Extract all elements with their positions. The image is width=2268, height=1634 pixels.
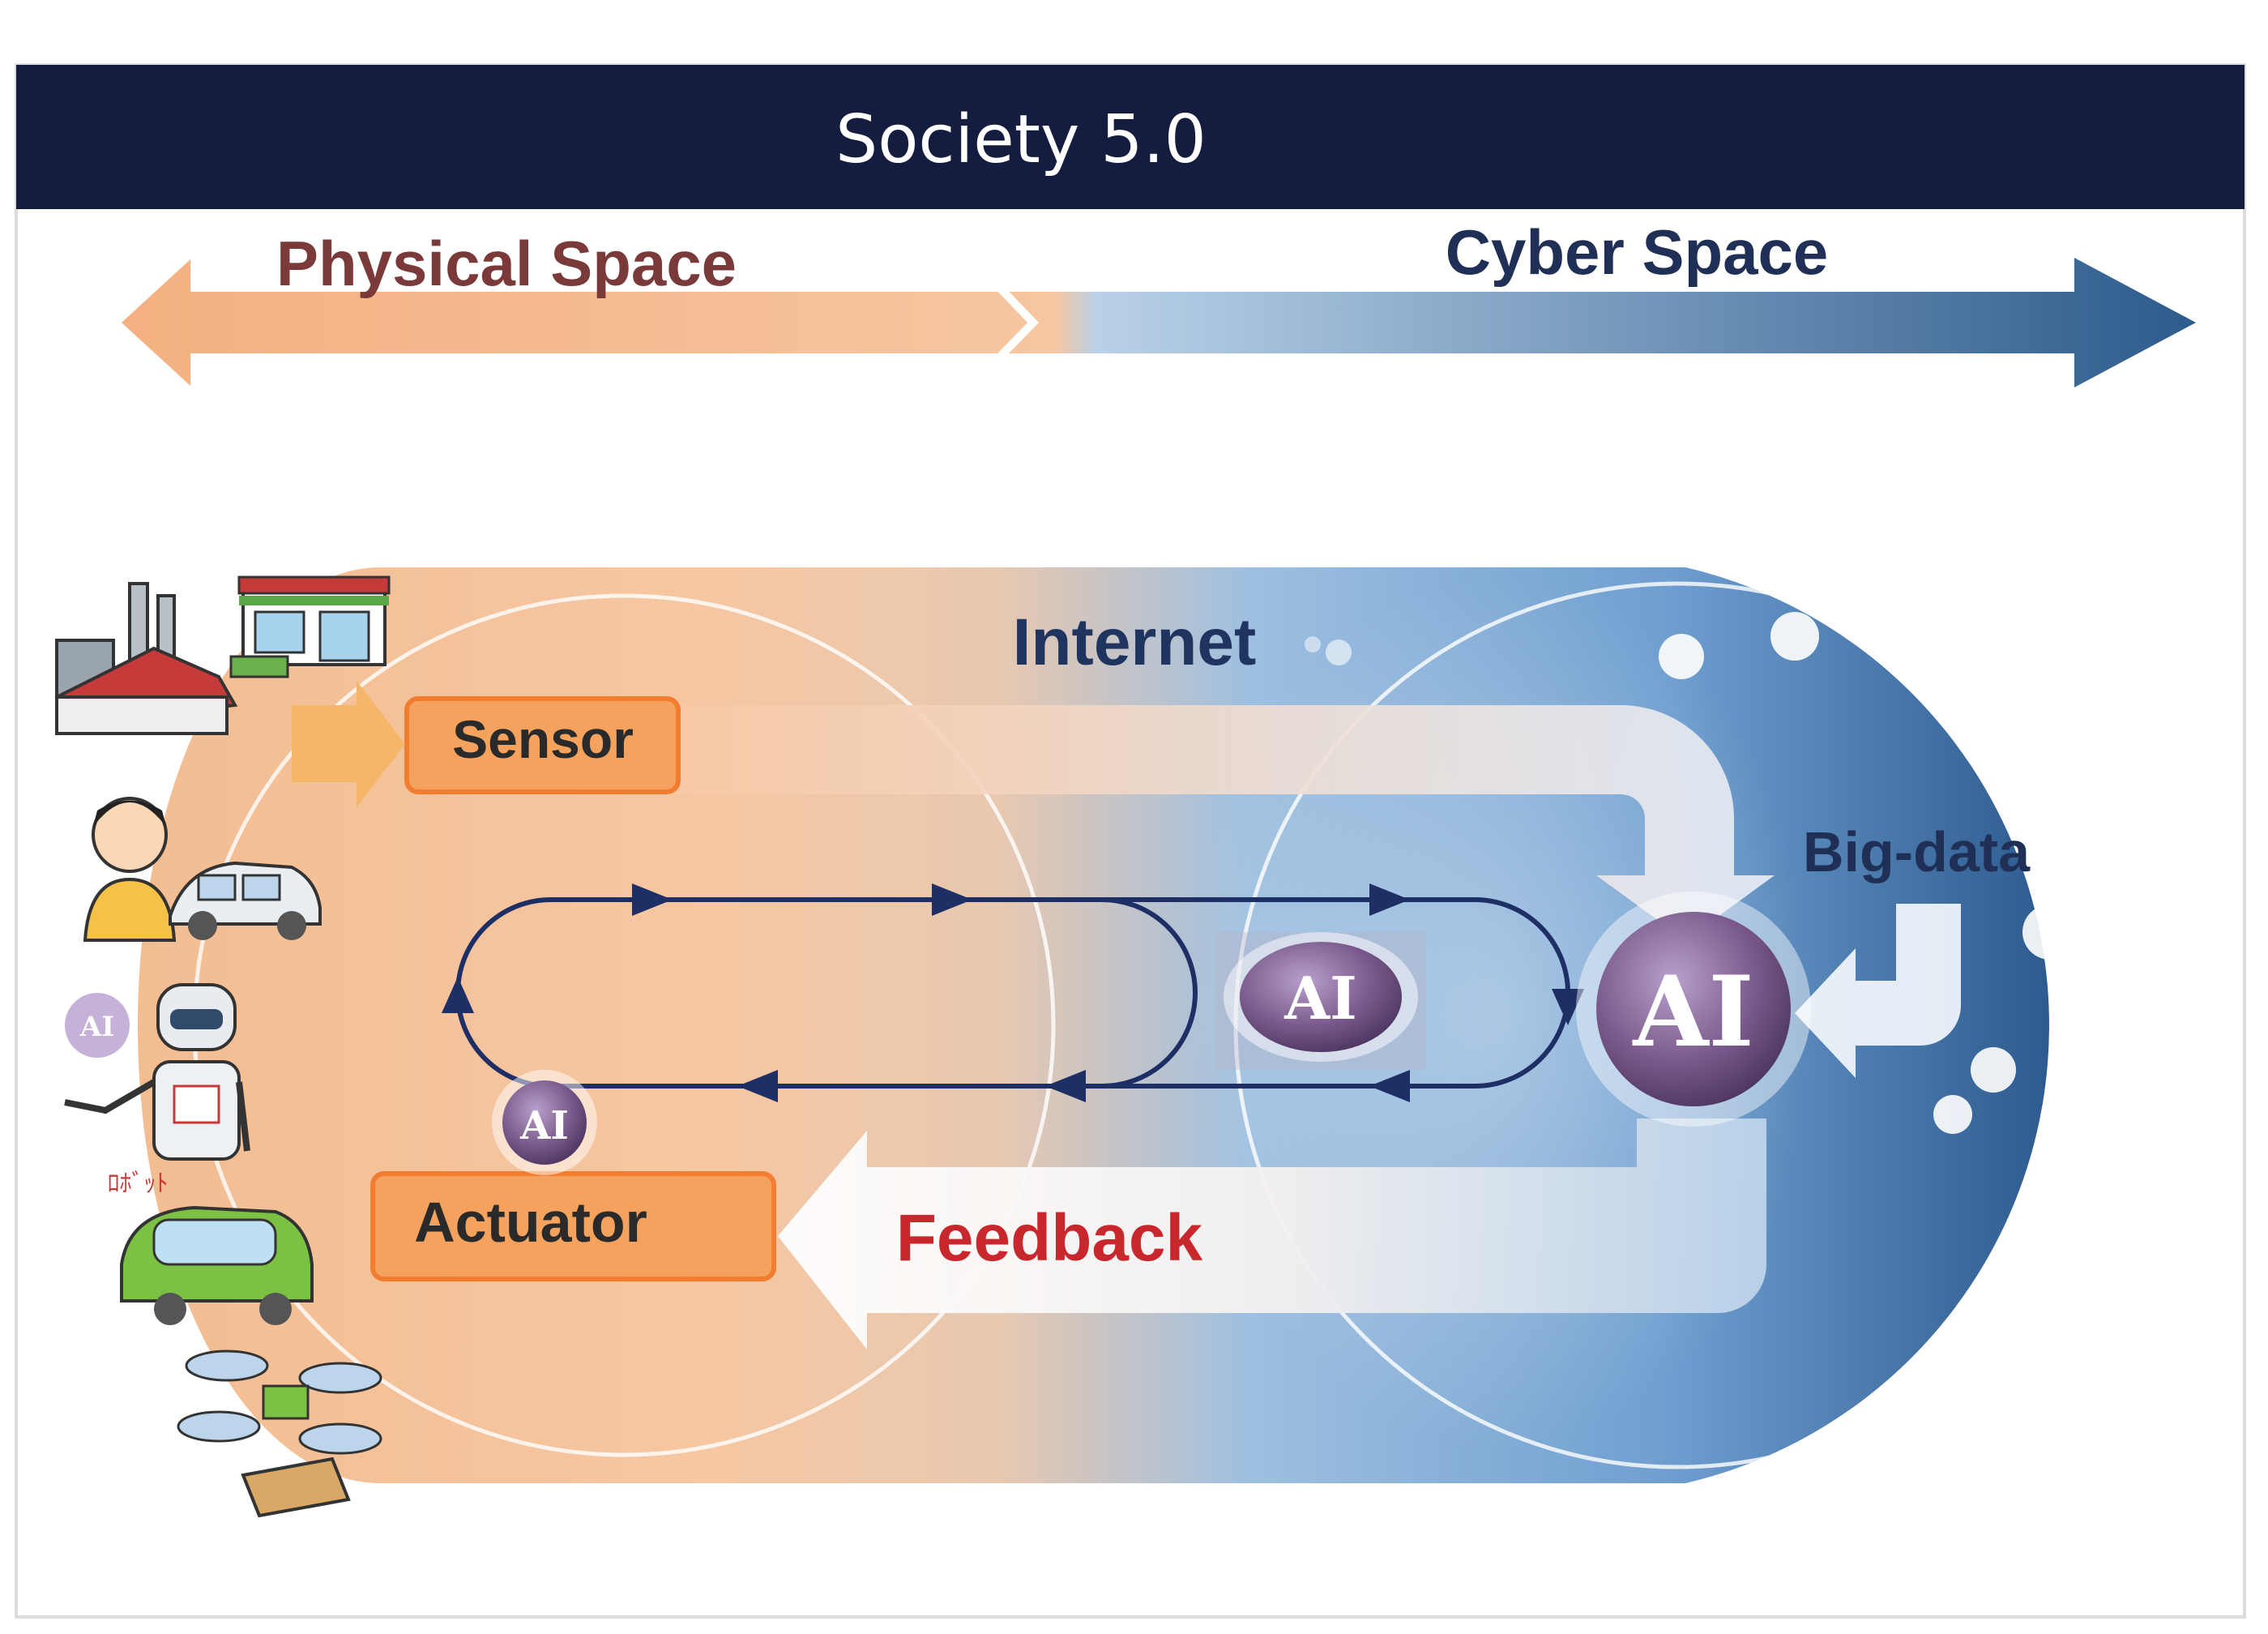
robot-caption: ﾛﾎﾞｯﾄ (108, 1170, 169, 1198)
page-title: Society 5.0 (835, 101, 1207, 178)
woman-icon (83, 797, 177, 942)
physical-space-label: Physical Space (276, 228, 737, 299)
robot-ai-label: AI (79, 1011, 114, 1043)
sensor-arrow (677, 705, 1775, 940)
data-bubbles (1305, 612, 2078, 1134)
factory-icon (54, 582, 238, 735)
ai-sphere-medium: AI (1215, 932, 1426, 1070)
ai-small-label: AI (519, 1103, 569, 1149)
ai-medium-label: AI (1283, 964, 1357, 1033)
sensor-box (404, 696, 681, 794)
internet-label: Internet (1013, 605, 1257, 679)
actuator-label: Actuator (414, 1191, 647, 1254)
header-bar (16, 65, 2245, 209)
feedback-label: Feedback (896, 1201, 1203, 1275)
car-icon (169, 861, 322, 940)
space-arrow (122, 258, 2196, 387)
sensor-label: Sensor (452, 709, 634, 769)
arrow-divider (973, 260, 1039, 384)
autonomous-bus-icon (120, 1205, 314, 1325)
sensor-input-arrow (292, 681, 405, 807)
shop-icon (229, 575, 391, 678)
ai-sphere-large: AI (1576, 892, 1811, 1127)
feedback-arrow (778, 1119, 1766, 1350)
ai-sphere-small: AI (492, 1070, 597, 1175)
bigdata-label: Big-data (1803, 820, 2031, 883)
bigdata-arrow (1795, 904, 1961, 1078)
cyber-space-label: Cyber Space (1446, 216, 1829, 288)
ai-large-label: AI (1632, 955, 1753, 1069)
actuator-box (370, 1171, 776, 1281)
drone-icon (177, 1350, 382, 1518)
robot-icon: AI ﾛﾎﾞｯﾄ (64, 983, 250, 1198)
loop-arrowheads (442, 883, 1584, 1102)
